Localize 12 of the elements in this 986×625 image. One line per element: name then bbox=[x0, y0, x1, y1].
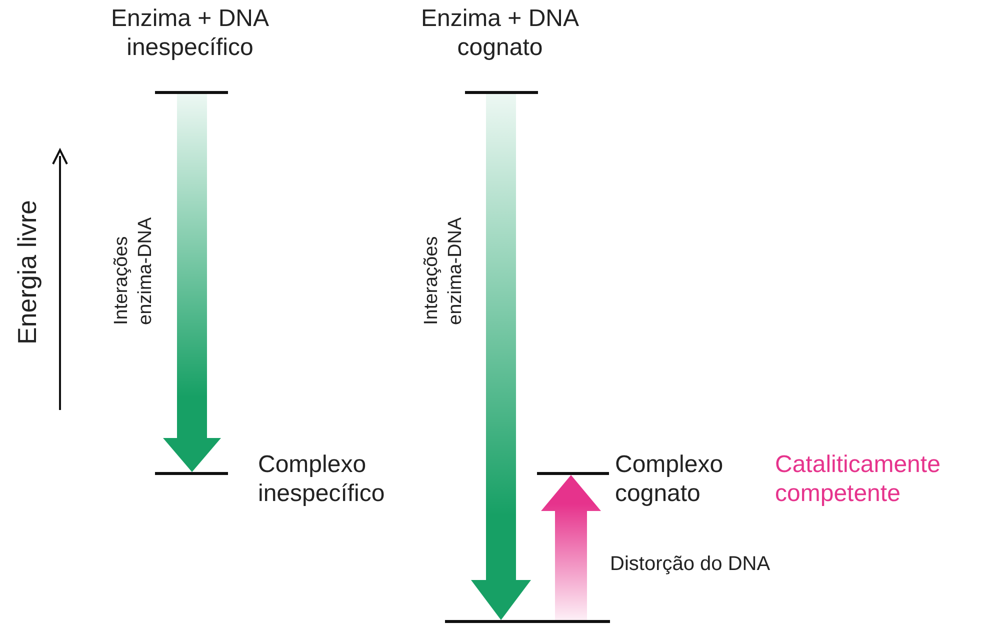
axis-title: Energia livre bbox=[12, 200, 42, 345]
energy-level-label: Enzima + DNA inespecífico bbox=[110, 4, 270, 62]
edge-label: Interações enzima-DNA bbox=[420, 216, 467, 325]
energy-arrow bbox=[541, 475, 601, 620]
energy-arrow bbox=[471, 94, 531, 620]
edge-label: Distorção do DNA bbox=[610, 552, 770, 577]
energy-level-label: Complexo cognato bbox=[615, 450, 724, 508]
energy-level-label: Enzima + DNA cognato bbox=[420, 4, 580, 62]
energy-level-label: Complexo inespecífico bbox=[258, 450, 386, 508]
energy-arrow bbox=[163, 94, 221, 472]
state-note: Cataliticamente competente bbox=[775, 450, 942, 508]
edge-label: Interações enzima-DNA bbox=[110, 216, 157, 325]
